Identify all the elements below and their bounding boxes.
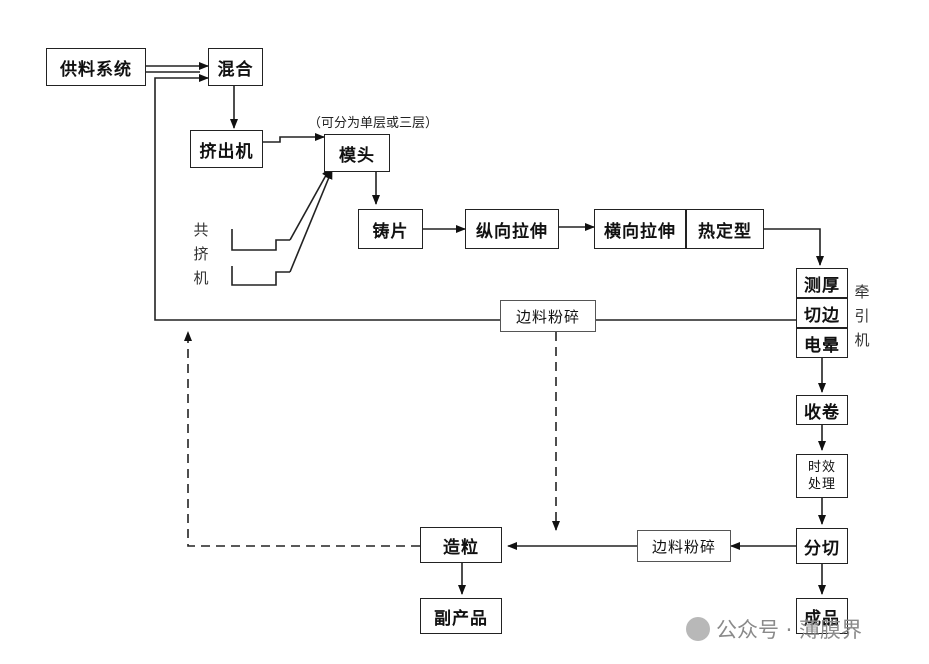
arrow-coex1-die bbox=[289, 167, 331, 241]
watermark-text: 公众号 · 薄膜界 bbox=[716, 618, 863, 642]
wechat-icon bbox=[686, 617, 710, 641]
cast-box: 铸片 bbox=[358, 209, 423, 249]
aging-line-2: 处理 bbox=[807, 477, 836, 492]
extruder-box: 挤出机 bbox=[190, 130, 263, 168]
mdo-box: 纵向拉伸 bbox=[465, 209, 559, 249]
dashed-pelletize-return bbox=[184, 331, 420, 547]
aging-line-1: 时效 bbox=[807, 460, 836, 475]
traction-char-2: 引 bbox=[854, 307, 870, 325]
arrow-recycle-loop bbox=[154, 74, 800, 321]
byproduct-box: 副产品 bbox=[420, 598, 502, 634]
corona-box: 电晕 bbox=[796, 328, 848, 358]
arrow-extruder-die bbox=[262, 133, 325, 143]
coextruder-char-2: 挤 bbox=[193, 245, 209, 263]
tdo-box: 横向拉伸 bbox=[594, 209, 686, 249]
heatset-box: 热定型 bbox=[686, 209, 764, 249]
edge-recycle-top-box: 边料粉碎 bbox=[500, 300, 596, 332]
die-box: 模头 bbox=[324, 134, 390, 172]
supply-system-box: 供料系统 bbox=[46, 48, 146, 86]
traction-char-1: 牵 bbox=[854, 283, 870, 301]
coextruder-char-1: 共 bbox=[193, 221, 209, 239]
traction-char-3: 机 bbox=[854, 331, 870, 349]
coextruder-char-3: 机 bbox=[193, 269, 209, 287]
thickness-box: 测厚 bbox=[796, 268, 848, 298]
product-box: 成品 bbox=[796, 598, 848, 634]
slitting-box: 分切 bbox=[796, 528, 848, 564]
watermark: 公众号 · 薄膜界 bbox=[686, 614, 862, 644]
aging-box: 时效 处理 bbox=[796, 454, 848, 498]
traction-label: 牵 引 机 bbox=[851, 280, 873, 352]
edge-recycle-bottom-box: 边料粉碎 bbox=[637, 530, 731, 562]
arrow-coex2-die bbox=[289, 169, 333, 273]
coextruder-shape-1 bbox=[231, 229, 290, 251]
coextruder-label: 共 挤 机 bbox=[190, 218, 212, 290]
winding-box: 收卷 bbox=[796, 395, 848, 425]
pelletize-box: 造粒 bbox=[420, 527, 502, 563]
arrow-heatset-traction bbox=[764, 228, 824, 266]
trim-box: 切边 bbox=[796, 298, 848, 328]
mix-box: 混合 bbox=[208, 48, 263, 86]
die-note-label: （可分为单层或三层） bbox=[308, 116, 439, 131]
coextruder-shape-2 bbox=[231, 266, 290, 286]
